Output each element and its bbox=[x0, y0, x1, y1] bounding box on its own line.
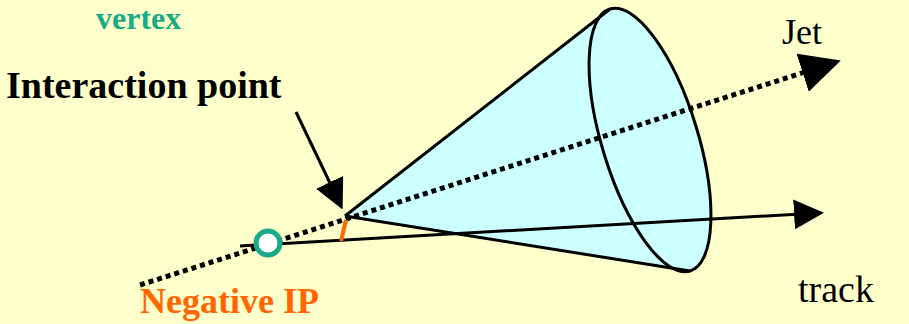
impact-parameter bbox=[341, 220, 346, 241]
track-line bbox=[240, 213, 818, 246]
point-label: Interaction point bbox=[6, 66, 282, 104]
axis-label: Jet bbox=[782, 14, 822, 50]
ip-label: Negative IP bbox=[140, 283, 319, 319]
track-label: track bbox=[798, 270, 874, 308]
vertex-marker bbox=[256, 231, 280, 255]
leader-arrow bbox=[296, 112, 340, 204]
vertex-label: vertex bbox=[96, 2, 181, 34]
cone-edge bbox=[345, 9, 610, 216]
